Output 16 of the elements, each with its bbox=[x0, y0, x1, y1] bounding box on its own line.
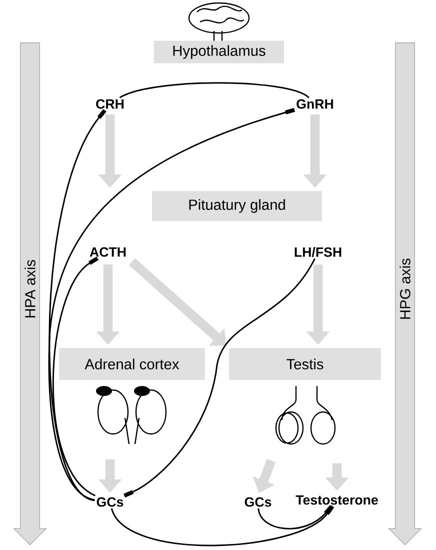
hormone-label: GCs bbox=[244, 497, 272, 507]
hormone-label: GnRH bbox=[296, 99, 333, 109]
hormone-label: LH/FSH bbox=[294, 247, 342, 257]
hormone-label: Testosterone bbox=[296, 495, 378, 505]
hormone-label: ACTH bbox=[90, 247, 126, 257]
organ-label: Pituatury gland bbox=[152, 191, 322, 221]
hormone-label: CRH bbox=[96, 99, 124, 109]
organ-label: Hypothalamus bbox=[154, 40, 284, 64]
organ-label: Adrenal cortex bbox=[59, 348, 205, 380]
block-arrow bbox=[128, 258, 226, 346]
testis-drawing bbox=[275, 385, 336, 445]
feedback-line bbox=[48, 109, 106, 502]
feedback-line bbox=[119, 82, 310, 98]
hormone-label: GCs bbox=[96, 497, 124, 507]
organ-label: Testis bbox=[229, 348, 381, 380]
kidney-drawing bbox=[96, 386, 167, 445]
